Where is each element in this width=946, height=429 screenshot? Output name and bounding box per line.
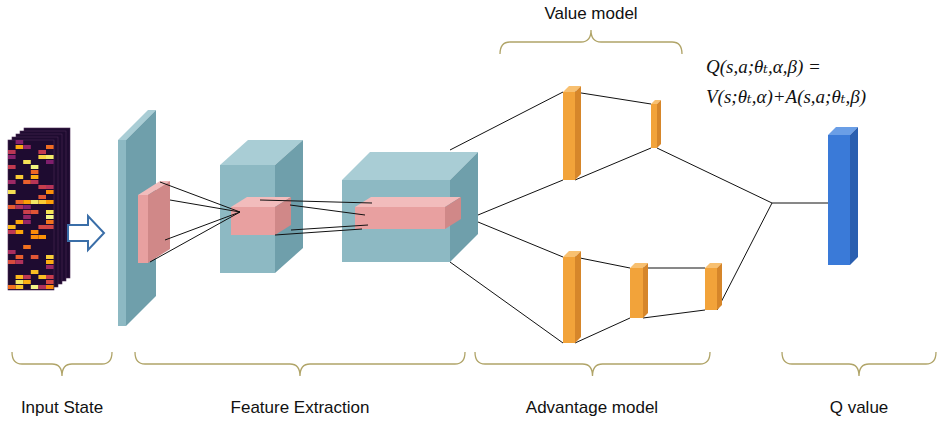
- bracket: [12, 30, 936, 376]
- bracket: [12, 352, 112, 376]
- dense-layer: [705, 263, 722, 310]
- bracket: [135, 352, 465, 376]
- section-label: Value model: [544, 4, 637, 24]
- conv-kernel: [355, 197, 461, 229]
- dense-layer: [563, 86, 581, 180]
- dense-layer: [563, 251, 581, 343]
- q-value-bar: [828, 127, 858, 265]
- section-label: Input State: [21, 398, 103, 418]
- connection-lines: [150, 92, 828, 343]
- input-arrow: [68, 216, 104, 250]
- conv-kernel: [138, 181, 170, 263]
- section-label: Q value: [830, 398, 889, 418]
- input-heatmap: [8, 128, 70, 290]
- q-formula: Q(s,a;θₜ,α,β) = V(s;θₜ,α)+A(s,a;θₜ,β): [706, 52, 924, 112]
- conv-layer: [342, 152, 478, 262]
- conv-layer: [220, 140, 303, 273]
- dense-layer: [651, 100, 661, 148]
- section-label: Feature Extraction: [231, 398, 370, 418]
- section-label: Advantage model: [526, 398, 658, 418]
- bracket: [782, 352, 936, 376]
- dense-layer: [630, 263, 648, 318]
- bracket: [500, 30, 682, 54]
- bracket: [475, 352, 710, 376]
- conv-kernel: [231, 197, 291, 235]
